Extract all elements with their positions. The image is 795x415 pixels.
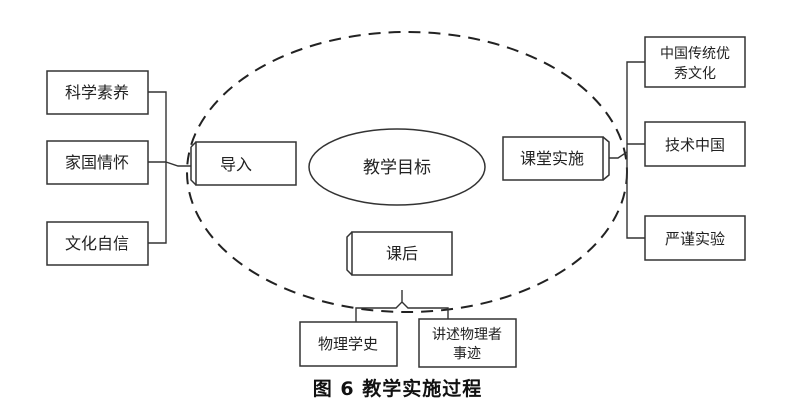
- right-bracket-connector: [609, 61, 645, 239]
- right-item-2-label: 技术中国: [665, 136, 725, 154]
- left-bracket-connector: [148, 91, 191, 244]
- left-goal-2: 家国情怀: [46, 140, 149, 185]
- left-goal-1: 科学素养: [46, 70, 149, 115]
- right-item-3-label: 严谨实验: [665, 230, 725, 248]
- right-item-1-line2: 秀文化: [674, 66, 716, 82]
- right-item-3: 严谨实验: [644, 215, 746, 261]
- left-goal-2-label: 家国情怀: [65, 153, 129, 172]
- stage-after: 课后: [346, 231, 453, 276]
- left-goal-3: 文化自信: [46, 221, 149, 266]
- left-goal-1-label: 科学素养: [65, 83, 129, 102]
- figure-caption: 图 6 教学实施过程: [312, 378, 483, 400]
- stage-classroom: 课堂实施: [502, 136, 610, 181]
- after-item-1: 物理学史: [299, 321, 398, 367]
- center-goal-label: 教学目标: [363, 158, 431, 178]
- right-item-1-line1: 中国传统优: [660, 46, 730, 62]
- stage-after-label: 课后: [386, 244, 418, 263]
- center-goal-ellipse: [308, 128, 486, 206]
- after-item-2-line1: 讲述物理者: [432, 327, 502, 343]
- after-item-2: 讲述物理者 事迹: [418, 318, 517, 368]
- stage-intro: 导入: [190, 141, 297, 186]
- after-item-2-line2: 事迹: [453, 346, 481, 362]
- right-item-1: 中国传统优 秀文化: [644, 36, 746, 88]
- left-goal-3-label: 文化自信: [65, 234, 129, 253]
- stage-intro-label: 导入: [220, 155, 252, 174]
- bottom-bracket-connector: [355, 290, 449, 322]
- after-item-1-label: 物理学史: [318, 335, 378, 353]
- right-item-2: 技术中国: [644, 121, 746, 167]
- stage-classroom-label: 课堂实施: [520, 149, 584, 168]
